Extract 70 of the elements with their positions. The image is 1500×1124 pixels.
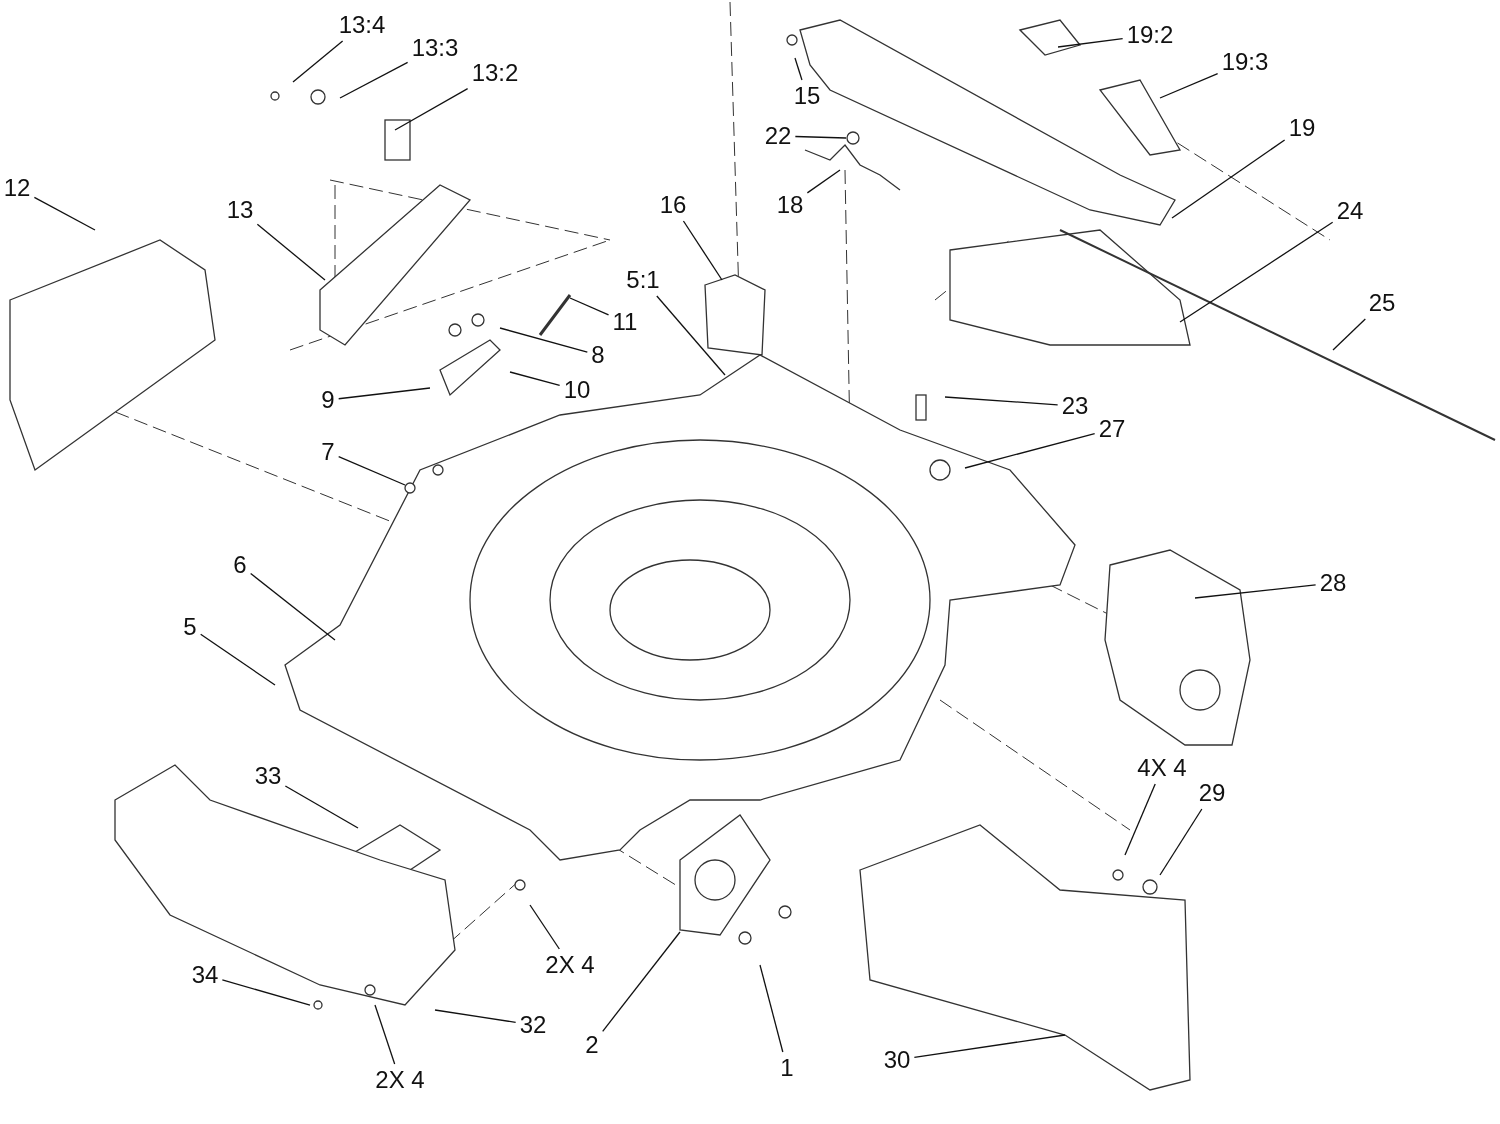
callout-number: 19:3 xyxy=(1221,50,1269,74)
leader-line xyxy=(250,572,336,641)
callout-number: 24 xyxy=(1336,199,1364,223)
leader-line xyxy=(338,455,406,486)
leader-line xyxy=(964,432,1096,469)
callout-number: 13 xyxy=(226,198,254,222)
callout-number: 13:2 xyxy=(471,61,519,85)
callout-number: 2X 4 xyxy=(545,953,595,977)
callout-number: 23 xyxy=(1061,394,1089,418)
leader-line xyxy=(394,87,469,131)
callout-number: 28 xyxy=(1319,571,1347,595)
callout-number: 6 xyxy=(233,553,247,577)
leader-line xyxy=(944,396,1059,406)
callout-number: 8 xyxy=(591,343,605,367)
callout-number: 9 xyxy=(321,388,335,412)
leader-line xyxy=(1057,37,1124,48)
callout-number: 7 xyxy=(321,440,335,464)
callout-number: 2X 4 xyxy=(375,1068,425,1092)
leader-line xyxy=(338,387,431,400)
callout-number: 19 xyxy=(1288,116,1316,140)
leader-line xyxy=(374,1004,396,1065)
leader-line xyxy=(499,327,588,353)
leader-line xyxy=(806,169,841,194)
leader-line xyxy=(759,964,784,1053)
leader-line xyxy=(292,40,344,83)
leader-line xyxy=(221,979,311,1006)
callout-number: 16 xyxy=(659,193,687,217)
callout-number: 34 xyxy=(191,963,219,987)
leader-line xyxy=(339,61,409,99)
callout-number: 12 xyxy=(3,176,31,200)
leader-line xyxy=(1171,139,1286,219)
callout-number: 5:1 xyxy=(626,268,660,292)
leader-line xyxy=(529,904,560,950)
leader-line xyxy=(1159,72,1219,99)
leader-line xyxy=(284,785,359,829)
leader-line xyxy=(509,371,561,386)
callout-number: 2 xyxy=(585,1033,599,1057)
leader-line xyxy=(434,1009,517,1023)
leader-line xyxy=(794,57,803,81)
leader-line xyxy=(200,633,276,686)
callout-number: 33 xyxy=(254,764,282,788)
leader-line xyxy=(656,295,726,376)
leader-line xyxy=(1179,221,1334,323)
callout-number: 13:3 xyxy=(411,36,459,60)
leader-line xyxy=(682,220,723,281)
callout-number: 29 xyxy=(1198,781,1226,805)
callout-number: 27 xyxy=(1098,417,1126,441)
callout-number: 4X 4 xyxy=(1137,756,1187,780)
leader-line xyxy=(1194,584,1317,599)
callout-number: 19:2 xyxy=(1126,23,1174,47)
leader-line xyxy=(1124,783,1156,856)
callout-number: 18 xyxy=(776,193,804,217)
callout-number: 25 xyxy=(1368,291,1396,315)
leader-line xyxy=(33,196,96,231)
callout-number: 15 xyxy=(793,84,821,108)
callout-number: 5 xyxy=(183,615,197,639)
leader-line xyxy=(913,1034,1066,1059)
leader-line xyxy=(569,297,610,316)
callout-number: 32 xyxy=(519,1013,547,1037)
leader-line xyxy=(794,135,847,139)
callout-number: 13:4 xyxy=(338,13,386,37)
leader-line xyxy=(1332,318,1366,351)
callout-number: 22 xyxy=(764,124,792,148)
callout-number: 30 xyxy=(883,1048,911,1072)
callout-number: 10 xyxy=(563,378,591,402)
leader-line xyxy=(256,223,326,281)
leader-line xyxy=(1159,808,1203,876)
leader-line xyxy=(602,931,681,1032)
callout-number: 1 xyxy=(780,1056,794,1080)
callout-number: 11 xyxy=(612,310,638,334)
